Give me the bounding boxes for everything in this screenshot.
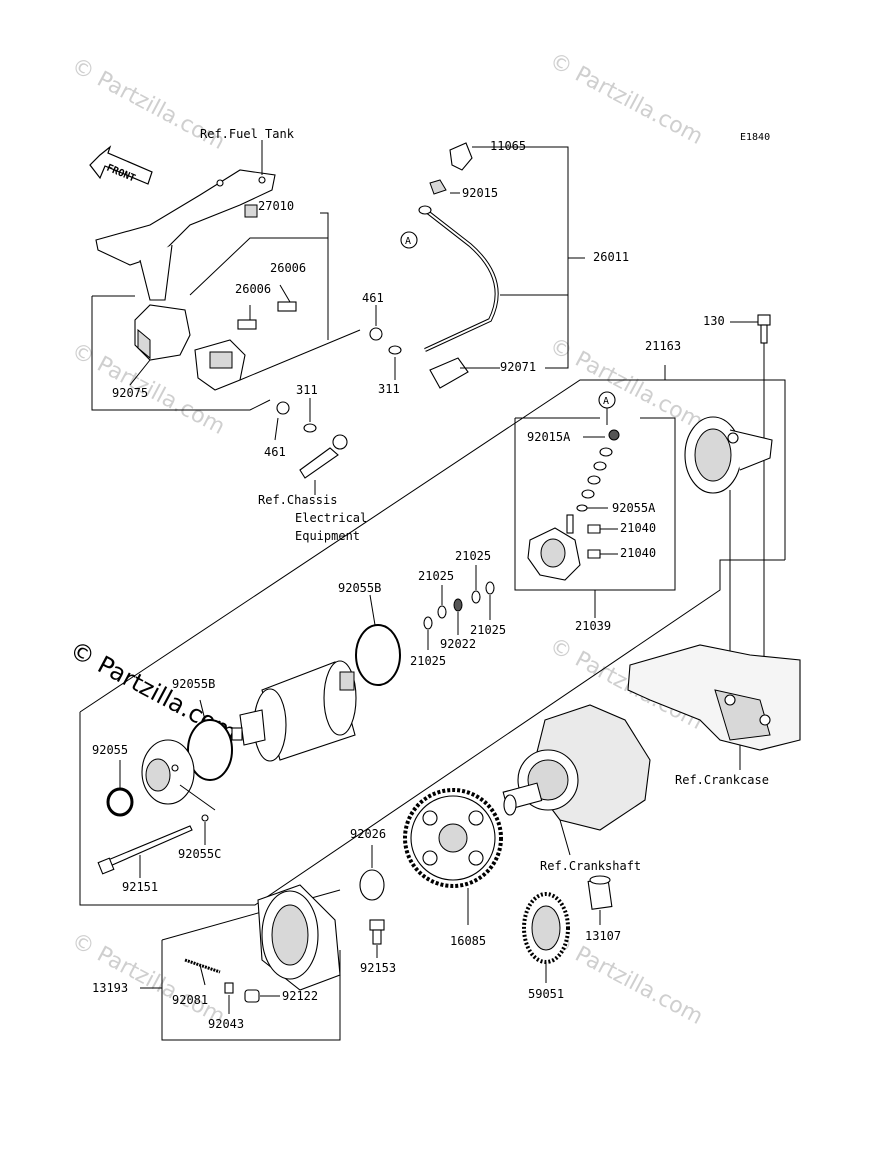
end-cover-housing	[684, 416, 773, 494]
washer-311	[303, 345, 402, 433]
label-21025-d: 21025	[470, 623, 506, 637]
label-92015: 92015	[462, 186, 498, 200]
fuse-26006	[237, 301, 297, 330]
callout-a-top: A	[400, 231, 418, 249]
o-ring-92055C	[201, 814, 209, 822]
shim-stack	[423, 581, 495, 630]
brush-21040	[587, 524, 601, 559]
label-21025-c: 21025	[455, 549, 491, 563]
starter-relay	[194, 339, 246, 391]
label-311-b: 311	[296, 383, 318, 397]
starter-motor	[231, 660, 357, 762]
label-16085: 16085	[450, 934, 486, 948]
label-311-a: 311	[378, 382, 400, 396]
svg-text:A: A	[603, 396, 609, 407]
label-130: 130	[703, 314, 725, 328]
front-arrow: FRONT	[89, 145, 153, 185]
relay-boot-92075	[134, 304, 191, 361]
label-13193: 13193	[92, 981, 128, 995]
ref-fuel-tank: Ref.Fuel Tank	[200, 127, 295, 141]
label-92055C: 92055C	[178, 847, 221, 861]
starter-clutch	[257, 884, 341, 991]
chassis-cable-end	[299, 434, 348, 479]
washer-92026	[359, 869, 385, 901]
label-92153: 92153	[360, 961, 396, 975]
crankshaft	[502, 704, 651, 831]
label-21040-b: 21040	[620, 546, 656, 560]
brush-holder-washers	[576, 429, 620, 512]
ref-crankcase: Ref.Crankcase	[675, 773, 769, 787]
ref-chassis-2: Electrical	[295, 511, 367, 525]
label-27010: 27010	[258, 199, 294, 213]
spring-92081	[184, 958, 221, 974]
watermark-text: © Partzilla.com	[545, 48, 707, 150]
shaft-13107	[587, 875, 613, 910]
label-26006-a: 26006	[270, 261, 306, 275]
bolt-130	[757, 314, 771, 344]
label-92122: 92122	[282, 989, 318, 1003]
diagram-code: E1840	[740, 132, 770, 143]
watermark-text: © Partzilla.com	[67, 928, 229, 1030]
label-92022: 92022	[440, 637, 476, 651]
label-59051: 59051	[528, 987, 564, 1001]
ref-chassis-1: Ref.Chassis	[258, 493, 337, 507]
label-92151: 92151	[122, 880, 158, 894]
label-21025-a: 21025	[410, 654, 446, 668]
watermarks: © Partzilla.com © Partzilla.com © Partzi…	[65, 48, 707, 1030]
o-ring-92055B-upper	[355, 624, 401, 686]
o-ring-92055	[106, 787, 134, 817]
label-92055: 92055	[92, 743, 128, 757]
label-92026: 92026	[350, 827, 386, 841]
starter-idle-gear-16085	[403, 788, 503, 888]
label-21040-a: 21040	[620, 521, 656, 535]
label-92071: 92071	[500, 360, 536, 374]
label-21025-b: 21025	[418, 569, 454, 583]
label-13107: 13107	[585, 929, 621, 943]
watermark-text: © Partzilla.com	[545, 333, 707, 435]
label-92055B-a: 92055B	[338, 581, 381, 595]
label-92055A: 92055A	[612, 501, 656, 515]
bolt-92153	[369, 919, 385, 945]
fuel-tank-bracket	[95, 169, 276, 301]
label-461-b: 461	[264, 445, 286, 459]
o-ring-92055B-lower	[187, 719, 233, 781]
label-92043: 92043	[208, 1017, 244, 1031]
label-26006-b: 26006	[235, 282, 271, 296]
label-26011: 26011	[593, 250, 629, 264]
nut-461	[276, 327, 383, 415]
label-461-a: 461	[362, 291, 384, 305]
starter-cable-26011	[418, 142, 499, 389]
callout-a-lower: A	[598, 391, 616, 409]
bracket-27010	[91, 212, 329, 411]
label-92075: 92075	[112, 386, 148, 400]
ref-crankshaft: Ref.Crankshaft	[540, 859, 641, 873]
label-11065: 11065	[490, 139, 526, 153]
roller-92122	[244, 989, 260, 1003]
label-92055B-b: 92055B	[172, 677, 215, 691]
gear-59051	[522, 892, 570, 964]
watermark-text: © Partzilla.com	[545, 928, 707, 1030]
crankcase	[627, 644, 801, 751]
label-21163: 21163	[645, 339, 681, 353]
label-92015A: 92015A	[527, 430, 571, 444]
brush-plate	[527, 514, 581, 581]
svg-text:A: A	[405, 236, 411, 247]
label-21039: 21039	[575, 619, 611, 633]
plunger-92043	[224, 982, 234, 994]
ref-chassis-3: Equipment	[295, 529, 360, 543]
front-cover	[141, 739, 195, 805]
label-92081: 92081	[172, 993, 208, 1007]
long-bolt-92151	[97, 825, 193, 875]
